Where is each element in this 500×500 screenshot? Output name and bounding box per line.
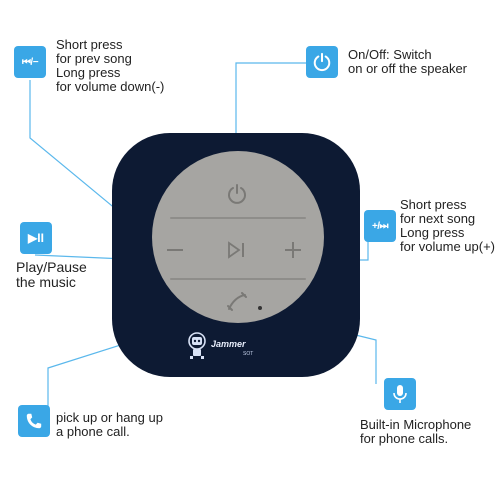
phone-button[interactable] — [224, 290, 250, 314]
disc-groove-bottom — [170, 278, 306, 280]
callout-play: Play/Pause the music — [16, 260, 87, 290]
callout-next: Short press for next song Long press for… — [400, 198, 495, 254]
play-pause-icon: ▶II — [20, 222, 52, 254]
callout-power-line: On/Off: Switch — [348, 47, 432, 62]
callout-phone-line: pick up or hang up — [56, 410, 163, 425]
callout-prev-line: for prev song — [56, 51, 132, 66]
callout-mic: Built-in Microphone for phone calls. — [360, 418, 471, 446]
volume-down-prev-button[interactable] — [162, 237, 188, 263]
brand-name: Jammer — [211, 339, 246, 349]
plus-glyph-icon — [285, 242, 301, 258]
callout-power: On/Off: Switch on or off the speaker — [348, 48, 467, 76]
next-plus-icon: +/⏭ — [364, 210, 396, 242]
play-pause-glyph-icon — [228, 241, 244, 259]
brand-model: SOT — [243, 351, 254, 357]
play-pause-button[interactable] — [222, 235, 252, 265]
callout-power-line: on or off the speaker — [348, 61, 468, 76]
power-glyph-icon — [228, 184, 246, 204]
callout-phone-line: a phone call. — [56, 424, 130, 439]
phone-glyph-icon — [227, 292, 247, 311]
power-icon — [306, 46, 338, 78]
callout-next-line: for next song — [400, 211, 476, 226]
minus-glyph-icon — [167, 249, 183, 251]
callout-play-line: Play/Pause — [16, 259, 87, 275]
callout-next-line: for volume up(+) — [400, 239, 496, 254]
phone-icon — [18, 405, 50, 437]
callout-prev-line: Short press — [56, 37, 123, 52]
callout-next-line: Long press — [400, 225, 465, 240]
callout-mic-line: for phone calls. — [360, 431, 449, 446]
microphone-hole — [258, 306, 262, 310]
control-disc — [152, 151, 324, 323]
disc-groove-top — [170, 217, 306, 219]
callout-prev-line: Long press — [56, 65, 121, 80]
callout-prev: Short press for prev song Long press for… — [56, 38, 164, 94]
prev-minus-icon: ⏮/− — [14, 46, 46, 78]
callout-prev-line: for volume down(-) — [56, 79, 165, 94]
callout-mic-line: Built-in Microphone — [360, 417, 472, 432]
callout-play-line: the music — [16, 274, 76, 290]
microphone-icon — [384, 378, 416, 410]
callout-phone: pick up or hang up a phone call. — [56, 411, 163, 439]
robot-logo-icon — [188, 332, 206, 359]
callout-next-line: Short press — [400, 197, 467, 212]
power-button[interactable] — [222, 179, 252, 209]
volume-up-next-button[interactable] — [280, 237, 306, 263]
